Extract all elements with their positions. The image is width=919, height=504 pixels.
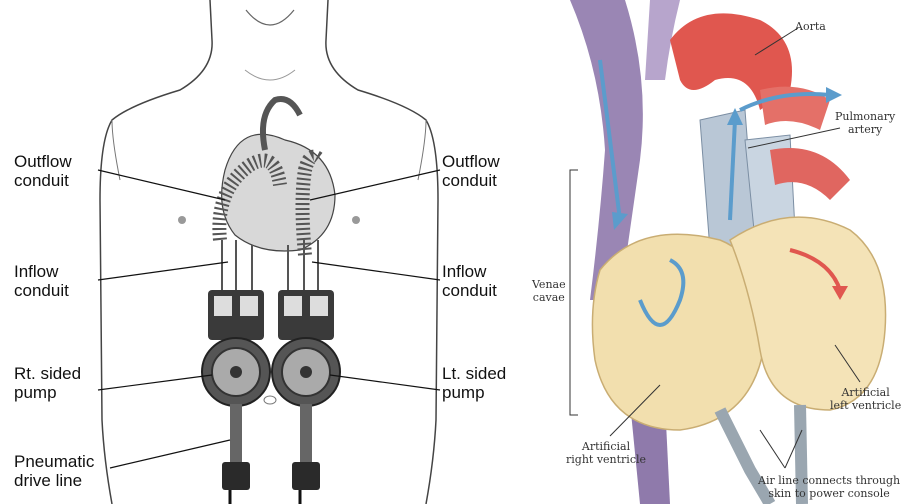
label-aorta: Aorta (795, 20, 826, 33)
heart-illustration (530, 0, 919, 504)
torso-illustration (0, 0, 530, 504)
